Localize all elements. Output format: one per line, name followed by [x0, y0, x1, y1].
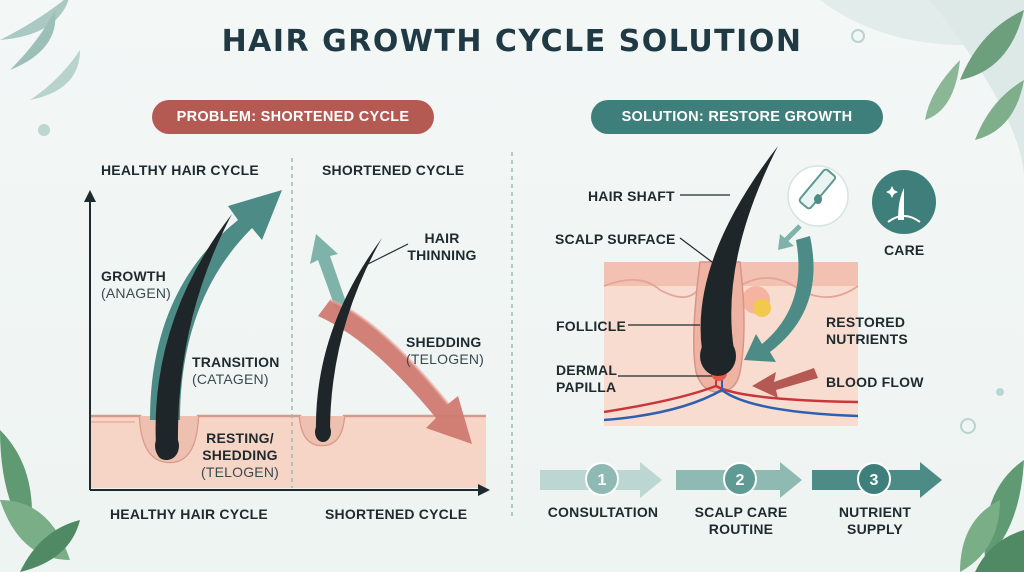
- healthy-heading: HEALTHY HAIR CYCLE: [101, 162, 259, 178]
- transition-label: TRANSITION (CATAGEN): [192, 354, 280, 387]
- hair-thinning-label: HAIR THINNING: [407, 230, 477, 263]
- leaf-icon: [0, 430, 80, 572]
- leaf-icon: [960, 460, 1024, 572]
- resting-label: RESTING/ SHEDDING (TELOGEN): [200, 430, 280, 480]
- care-label: CARE: [884, 242, 925, 258]
- thin-hair: [315, 238, 382, 432]
- step-number-3: 3: [870, 472, 879, 489]
- solution-pill: SOLUTION: RESTORE GROWTH: [591, 100, 883, 134]
- artery: [603, 384, 859, 414]
- healthy-hair: [155, 214, 232, 460]
- page-title: HAIR GROWTH CYCLE SOLUTION: [221, 24, 803, 59]
- x-label-healthy: HEALTHY HAIR CYCLE: [110, 506, 268, 522]
- step-3-label: NUTRIENT SUPPLY: [838, 504, 912, 537]
- blood-flow-label: BLOOD FLOW: [826, 374, 924, 390]
- step-number-2: 2: [736, 472, 745, 489]
- cream-tube-icon: [787, 165, 849, 227]
- problem-pill: PROBLEM: SHORTENED CYCLE: [152, 100, 434, 134]
- hair-shaft: [700, 146, 778, 350]
- step-2-label: SCALP CARE ROUTINE: [694, 504, 788, 537]
- regrow-arrow: [310, 234, 346, 310]
- shedding-arrow: [318, 300, 472, 444]
- shedding-label: SHEDDING (TELOGEN): [406, 334, 485, 367]
- nutrient-arrow: [744, 236, 814, 362]
- shortened-heading: SHORTENED CYCLE: [322, 162, 465, 178]
- x-label-shortened: SHORTENED CYCLE: [325, 506, 468, 522]
- growth-label: GROWTH (ANAGEN): [101, 268, 172, 301]
- blood-flow-arrow: [752, 368, 818, 398]
- follicle-care-icon: [872, 170, 936, 234]
- step-1-label: CONSULTATION: [547, 504, 659, 520]
- leaf-icon: [0, 0, 80, 100]
- scalp-surface-label: SCALP SURFACE: [555, 231, 676, 247]
- dermal-papilla-label: DERMAL PAPILLA: [556, 362, 618, 395]
- follicle-label: FOLLICLE: [556, 318, 627, 334]
- step-number-1: 1: [598, 472, 607, 489]
- hair-shaft-label: HAIR SHAFT: [588, 188, 675, 204]
- restored-nutrients-label: RESTORED NUTRIENTS: [826, 314, 908, 347]
- leaf-icon: [925, 10, 1024, 140]
